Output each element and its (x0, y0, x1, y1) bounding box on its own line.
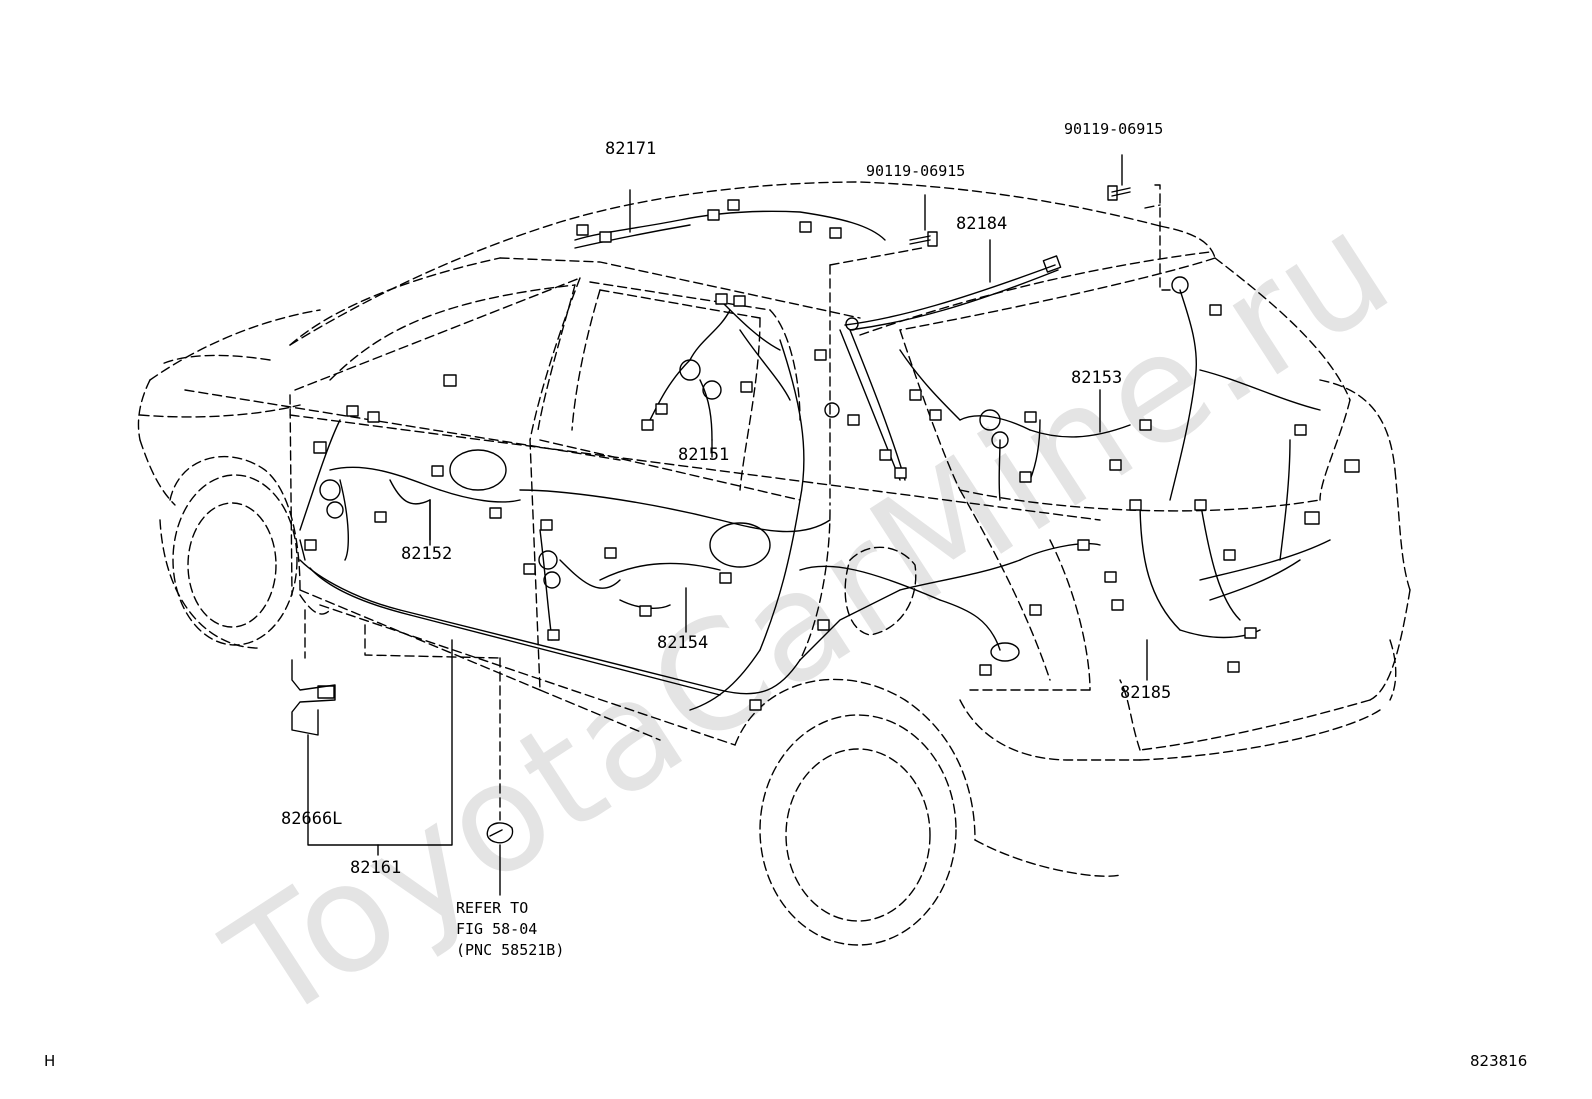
wire-harness-82153 (899, 349, 1131, 501)
body-dashed-outline (137, 181, 1411, 946)
bolt-icon-2 (1107, 185, 1131, 201)
leader-lines (307, 154, 1123, 896)
wire-harness-82171 (574, 189, 886, 249)
label-82666l: 82666L (281, 809, 343, 829)
wire-harness-82154 (519, 489, 831, 641)
label-82171: 82171 (605, 139, 657, 159)
corner-code-left: H (44, 1052, 56, 1070)
label-90119-b: 90119-06915 (1064, 120, 1164, 138)
reference-note: REFER TO FIG 58-04 (PNC 58521B) (456, 899, 565, 959)
label-90119-a: 90119-06915 (866, 162, 966, 180)
label-82153: 82153 (1071, 368, 1123, 388)
grommet-icon (824, 402, 840, 418)
wire-harness-82185 (1139, 289, 1331, 681)
grommet-icon (845, 317, 859, 331)
label-82151: 82151 (678, 445, 730, 465)
wire-harness-82184 (844, 255, 1062, 331)
bolt-icon-1 (909, 231, 938, 247)
connector-boxes (304, 199, 1360, 711)
label-82154: 82154 (657, 633, 709, 653)
label-82185: 82185 (1120, 683, 1172, 703)
grommet-icon (1171, 276, 1189, 294)
label-82161: 82161 (350, 858, 402, 878)
wire-harness-82151 (649, 299, 791, 458)
clip-icon (486, 822, 514, 844)
label-82184: 82184 (956, 214, 1008, 234)
diagram-number: 823816 (1470, 1052, 1528, 1070)
label-82152: 82152 (401, 544, 453, 564)
wire-harness-82161 (299, 329, 1101, 711)
sensor-82666l-icon (291, 659, 336, 736)
